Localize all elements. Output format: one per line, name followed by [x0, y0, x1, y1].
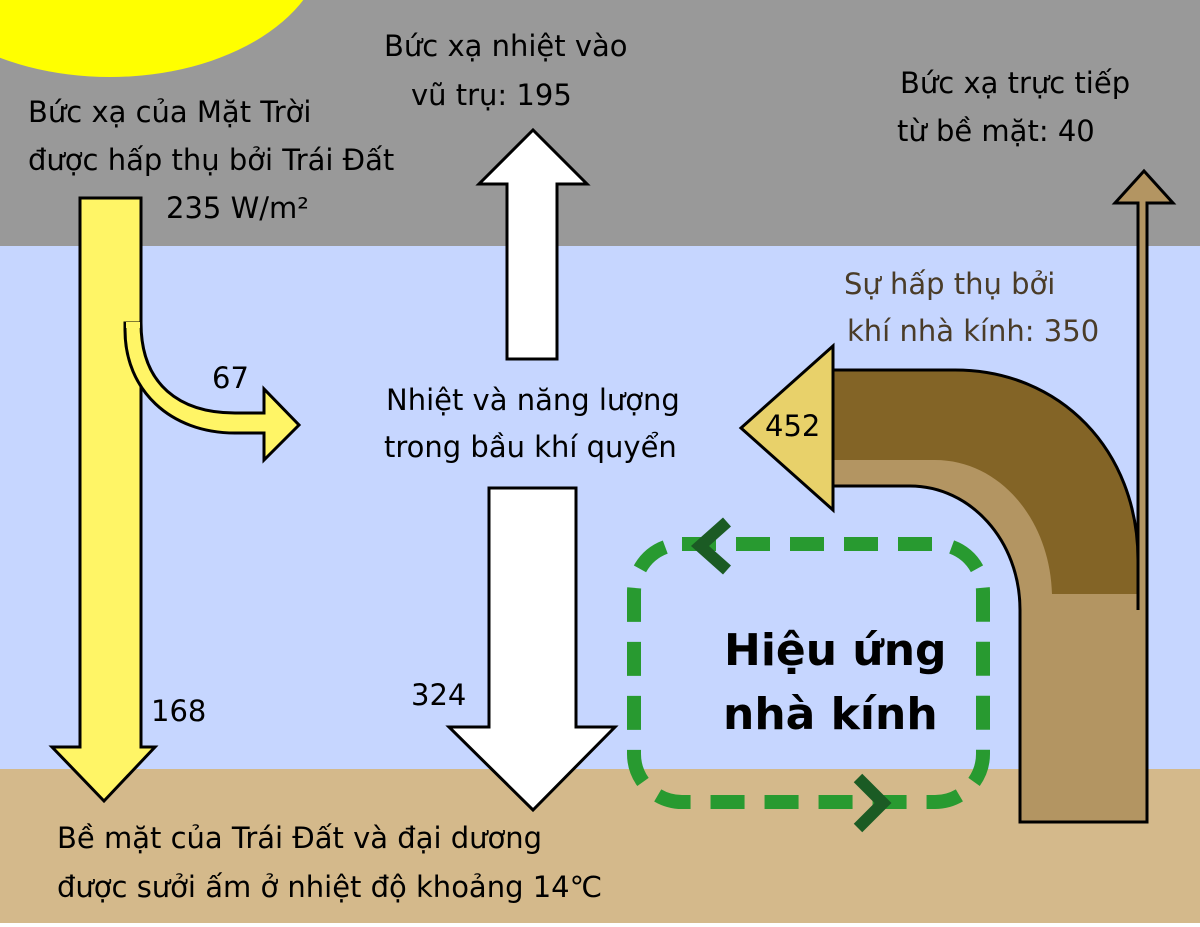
- solar-label-line2: được hấp thụ bởi Trái Đất: [28, 143, 395, 177]
- surface-label-line2: được sưởi ấm ở nhiệt độ khoảng 14℃: [57, 870, 603, 904]
- direct-label-line1: Bức xạ trực tiếp: [900, 66, 1131, 100]
- value-324: 324: [411, 678, 467, 712]
- sun-icon: [0, 0, 304, 77]
- space-up-arrow: [475, 127, 591, 361]
- surface-layer: [0, 769, 1200, 923]
- back-radiation-arrow: [445, 486, 619, 813]
- greenhouse-loop: [627, 537, 990, 809]
- atmosphere-label-line2: trong bầu khí quyển: [384, 430, 677, 464]
- ghg-label-line2: khí nhà kính: 350: [847, 314, 1100, 348]
- direct-label-line2: từ bề mặt: 40: [897, 114, 1095, 148]
- atmosphere-label-line1: Nhiệt và năng lượng: [386, 383, 680, 417]
- space-label-line1: Bức xạ nhiệt vào: [384, 29, 628, 63]
- greenhouse-title-line1: Hiệu ứng: [724, 625, 947, 676]
- solar-value: 235 W/m²: [166, 191, 309, 225]
- emission-head-arrow: [738, 342, 835, 514]
- ghg-label-line1: Sự hấp thụ bởi: [844, 267, 1056, 301]
- direct-radiation-arrow: [1111, 168, 1177, 610]
- emission-outline: [833, 368, 1149, 824]
- space-label-line2: vũ trụ: 195: [411, 78, 572, 112]
- ghg-absorption-dark: [833, 370, 1138, 594]
- surface-label-line1: Bề mặt của Trái Đất và đại dương: [57, 821, 543, 855]
- solar-label-line1: Bức xạ của Mặt Trời: [28, 95, 312, 129]
- loop-chevron-left-icon: [690, 517, 731, 575]
- value-168: 168: [151, 694, 207, 728]
- value-452: 452: [765, 409, 821, 443]
- loop-chevron-right-icon: [853, 773, 892, 833]
- greenhouse-title-line2: nhà kính: [723, 689, 938, 740]
- solar-branch-arrow: [123, 321, 302, 464]
- value-67: 67: [212, 361, 249, 395]
